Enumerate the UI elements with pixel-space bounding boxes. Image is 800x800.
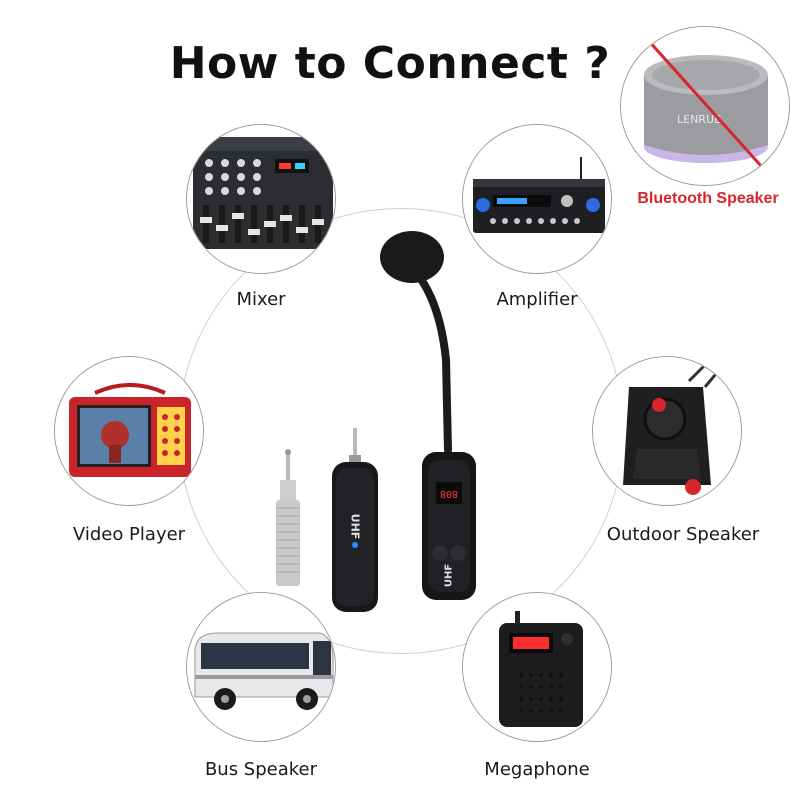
megaphone-device [462, 592, 612, 742]
microphone-head [380, 231, 452, 454]
jack-adapter-icon [276, 449, 300, 586]
outdoor-speaker-icon [593, 357, 741, 505]
receiver-unit [332, 428, 378, 612]
video-player-device [54, 356, 204, 506]
bus-speaker-device [186, 592, 336, 742]
label-megaphone: Megaphone [484, 759, 590, 780]
label-outdoor-speaker: Outdoor Speaker [606, 524, 760, 545]
label-video-player: Video Player [72, 524, 186, 545]
transmitter-label: UHF [443, 563, 455, 588]
outdoor-speaker-device [592, 356, 742, 506]
brand-logo: LENRUE [677, 113, 721, 126]
page-title: How to Connect ? [169, 38, 611, 89]
bus-icon [187, 593, 335, 741]
mixer-device [186, 124, 336, 274]
transmitter-unit [422, 452, 476, 600]
amplifier-device [462, 124, 612, 274]
mixer-icon [187, 125, 335, 273]
transmitter-display: 808 [439, 488, 459, 499]
label-amplifier: Amplifier [496, 289, 578, 310]
amplifier-icon [463, 125, 611, 273]
label-mixer: Mixer [236, 289, 286, 310]
bluetooth-speaker-device: LENRUE [620, 26, 790, 186]
label-bus-speaker: Bus Speaker [204, 759, 318, 780]
video-player-icon [55, 357, 203, 505]
receiver-label: UHF [348, 513, 362, 540]
megaphone-icon [463, 593, 611, 741]
label-bluetooth-speaker: Bluetooth Speaker [637, 190, 779, 207]
bluetooth-speaker-icon: LENRUE [621, 27, 789, 185]
